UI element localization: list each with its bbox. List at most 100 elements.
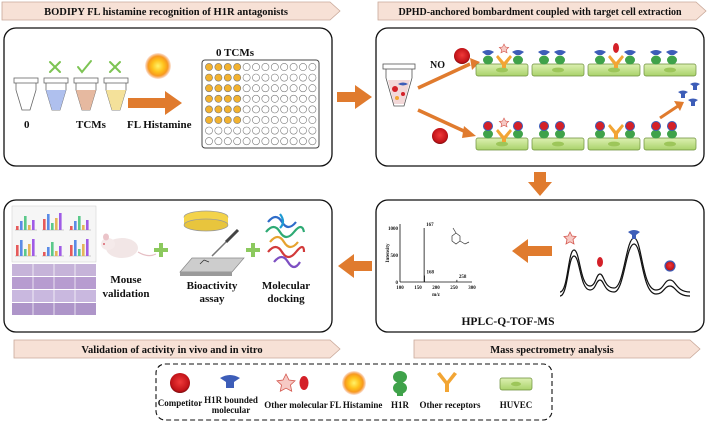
panel-validation: Mouse validation Bioactivity assay	[3, 199, 333, 333]
other-receptor-icon	[608, 124, 624, 139]
well	[242, 84, 251, 93]
step1-banner: BODIPY FL histamine recognition of H1R a…	[1, 1, 341, 21]
h1r-bounded-icon	[628, 230, 640, 239]
check-mark-icon	[77, 60, 92, 74]
arrow-icon	[417, 108, 467, 134]
label-zero: 0	[24, 119, 30, 131]
other-receptor-icon	[437, 372, 457, 392]
well	[280, 137, 289, 146]
well	[223, 63, 232, 71]
well	[233, 137, 242, 146]
plate-label: 0 TCMs	[216, 47, 255, 59]
arrow-icon	[417, 62, 471, 90]
well	[205, 126, 213, 135]
well	[252, 84, 260, 93]
well	[308, 137, 317, 146]
well	[289, 84, 298, 93]
well	[223, 137, 232, 146]
well	[242, 63, 251, 71]
well	[223, 84, 232, 93]
x-axis-label: m/z	[432, 293, 441, 298]
well	[233, 116, 242, 124]
competitor-icon	[664, 260, 676, 272]
well	[308, 84, 317, 93]
arrow-icon	[338, 254, 372, 278]
dock-label-1: Molecular	[262, 280, 310, 292]
well	[223, 116, 232, 124]
well	[289, 116, 298, 124]
well	[270, 105, 279, 114]
label-tcms: TCMs	[76, 119, 107, 131]
h1r-icon	[393, 371, 407, 396]
well	[205, 116, 213, 124]
legend-h1r-bounded-1: H1R bounded	[204, 395, 258, 405]
well	[214, 94, 223, 103]
h1r-competitor-icon	[625, 121, 635, 139]
well	[223, 126, 232, 135]
other-molecular-icon	[597, 257, 603, 267]
h1r-bounded-icon	[594, 50, 606, 65]
well	[205, 137, 213, 146]
well	[242, 105, 251, 114]
ms-title: HPLC-Q-TOF-MS	[461, 316, 554, 328]
well	[308, 94, 317, 103]
x-tick-label: 300	[468, 286, 476, 291]
legend-other-receptors: Other receptors	[420, 400, 481, 410]
x-tick-label: 100	[396, 286, 404, 291]
well	[299, 94, 307, 103]
step4-title: Validation of activity in vivo and in vi…	[81, 345, 262, 356]
well	[242, 73, 251, 82]
other-receptor-star-icon	[496, 117, 512, 142]
dock-label-2: docking	[267, 293, 305, 305]
h1r-competitor-icon	[483, 121, 493, 139]
well	[261, 84, 270, 93]
well	[252, 137, 260, 146]
well	[261, 126, 270, 135]
competitor-icon	[432, 128, 448, 144]
well	[270, 73, 279, 82]
well	[223, 105, 232, 114]
well	[223, 94, 232, 103]
well-grid	[205, 63, 317, 146]
peak-label: 168	[426, 271, 434, 276]
legend-other-molecular: Other molecular	[264, 400, 328, 410]
h1r-bounded-icon	[666, 50, 678, 65]
well	[308, 63, 317, 71]
well	[308, 126, 317, 135]
h1r-competitor-icon	[651, 121, 661, 139]
well	[233, 105, 242, 114]
well	[261, 105, 270, 114]
well	[214, 116, 223, 124]
well	[205, 105, 213, 114]
well	[289, 105, 298, 114]
well	[308, 105, 317, 114]
arrow-icon	[337, 85, 372, 109]
step2-banner: DPHD-anchored bombardment coupled with t…	[377, 1, 707, 21]
well	[289, 73, 298, 82]
well	[280, 116, 289, 124]
well	[233, 126, 242, 135]
well	[205, 84, 213, 93]
well	[280, 94, 289, 103]
well	[252, 126, 260, 135]
well	[289, 137, 298, 146]
panel-bombardment: NO	[375, 27, 705, 167]
well	[252, 105, 260, 114]
fl-histamine-icon	[145, 53, 171, 79]
h1r-competitor-icon	[595, 121, 605, 139]
sample-tubes	[13, 77, 129, 111]
arrow-icon	[512, 239, 552, 263]
well	[299, 126, 307, 135]
well	[214, 63, 223, 71]
bio-label-2: assay	[199, 293, 225, 305]
well	[308, 73, 317, 82]
well	[242, 137, 251, 146]
well	[242, 94, 251, 103]
legend-h1r: H1R	[391, 400, 410, 410]
well	[205, 63, 213, 71]
well	[299, 105, 307, 114]
well	[252, 63, 260, 71]
